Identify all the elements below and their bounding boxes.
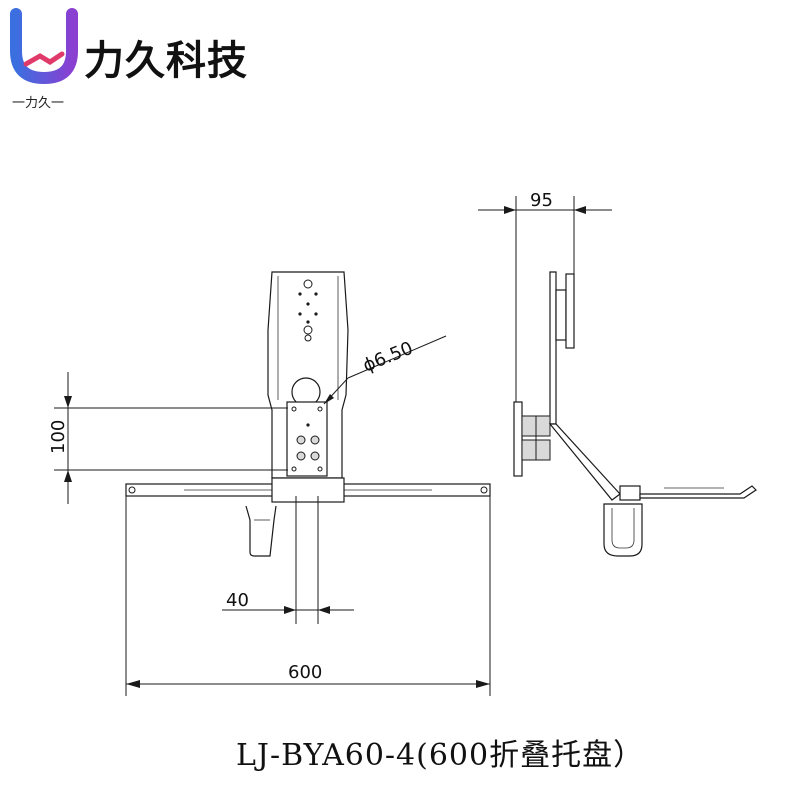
front-view (125, 271, 491, 557)
dim-top-width: 95 (530, 190, 553, 211)
brand-subtitle: 一力久一 (12, 96, 65, 111)
brand-logo: 力久科技 一力久一 (6, 6, 256, 111)
cup-holder (245, 505, 277, 557)
side-cup-holder (603, 503, 643, 557)
mount-plate (286, 401, 328, 477)
dim-tray-width: 600 (288, 662, 322, 683)
model-title: LJ-BYA60-4(600折叠托盘） (236, 738, 645, 773)
dim-height: 100 (48, 420, 69, 454)
side-tray (639, 485, 757, 499)
dim-post-width: 40 (226, 590, 249, 611)
front-dimensions (54, 335, 491, 696)
side-post (549, 271, 557, 425)
side-dimensions (478, 196, 612, 402)
side-arm (548, 423, 621, 501)
brand-name: 力久科技 (84, 38, 248, 84)
u-hands-logo-icon (10, 8, 78, 85)
dim-hole-diameter: ϕ6.50 (360, 338, 416, 377)
side-view (513, 271, 757, 557)
